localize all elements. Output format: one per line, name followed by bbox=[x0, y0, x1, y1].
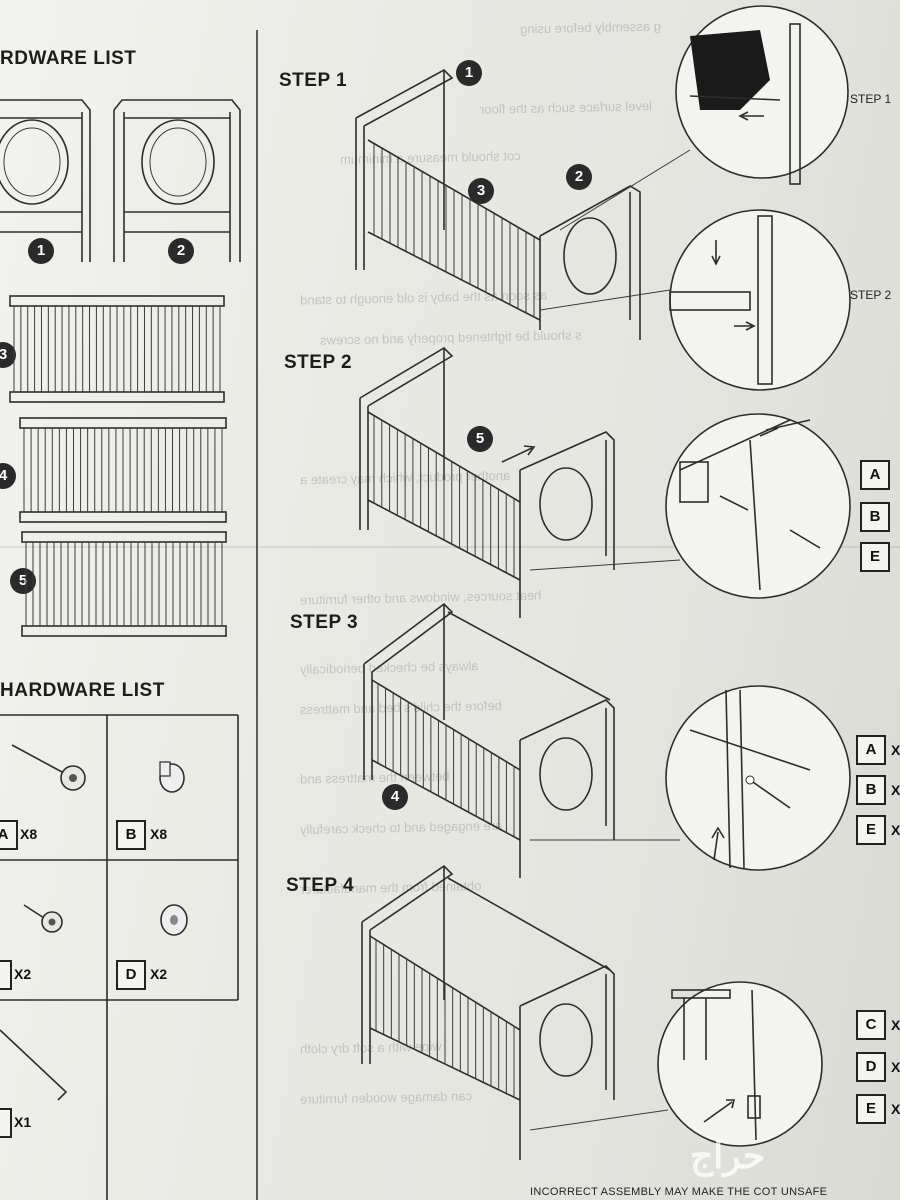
hand-icon bbox=[690, 30, 770, 110]
page-fold bbox=[256, 30, 258, 1200]
step-4-qty-e: X bbox=[891, 1101, 900, 1117]
step-1-crib-drawing bbox=[355, 69, 641, 340]
hardware-grid-drawing bbox=[0, 714, 239, 1200]
hardware-code-a: A bbox=[0, 820, 18, 850]
hardware-code-e bbox=[0, 1108, 12, 1138]
hardware-qty-d: X2 bbox=[150, 966, 168, 982]
step-3-zoom-detail bbox=[530, 685, 851, 871]
step-4-crib-drawing bbox=[361, 864, 615, 1160]
allen-key-icon bbox=[0, 1029, 68, 1101]
step-1-title: STEP 1 bbox=[279, 70, 348, 91]
short-bolt-icon bbox=[23, 904, 63, 933]
hardware-qty-a: X8 bbox=[20, 826, 38, 842]
hardware-qty-b: X8 bbox=[150, 826, 168, 842]
end-panel-1-drawing bbox=[0, 99, 91, 262]
part-number-1: 1 bbox=[28, 238, 54, 264]
step-3-title: STEP 3 bbox=[290, 612, 359, 633]
step-1-badge-1: 1 bbox=[456, 60, 482, 86]
step-2-zoom-detail bbox=[529, 413, 851, 599]
end-panel-2-drawing bbox=[113, 99, 241, 262]
watermark-logo: حراج bbox=[690, 1135, 766, 1176]
zoom-step-1-label: STEP 1 bbox=[850, 92, 892, 106]
hardware-code-c bbox=[0, 960, 12, 990]
step-3-box-a: A bbox=[856, 735, 886, 765]
side-rail-3-drawing bbox=[9, 295, 225, 403]
step-3-qty-b: X bbox=[891, 782, 900, 798]
step-3-qty-e: X bbox=[891, 822, 900, 838]
step-4-qty-d: X bbox=[891, 1059, 900, 1075]
bolt-a-icon bbox=[11, 744, 86, 791]
step-3-qty-a: X bbox=[891, 742, 900, 758]
barrel-nut-b-icon bbox=[159, 761, 185, 793]
part-number-3: 3 bbox=[0, 342, 16, 368]
step-2-box-b: B bbox=[860, 502, 890, 532]
step-3-box-b: B bbox=[856, 775, 886, 805]
washer-d-icon bbox=[160, 904, 188, 936]
step-3-box-e: E bbox=[856, 815, 886, 845]
base-5-drawing bbox=[21, 531, 227, 637]
step-3-badge-4: 4 bbox=[382, 784, 408, 810]
step-4-box-e: E bbox=[856, 1094, 886, 1124]
hardware-list-title-bottom: HARDWARE LIST bbox=[0, 680, 165, 701]
hardware-list-title-top: RDWARE LIST bbox=[0, 48, 137, 69]
step-4-zoom-detail bbox=[529, 981, 823, 1147]
step-1-zoom-2-detail bbox=[539, 209, 851, 391]
step-1-zoom-detail bbox=[559, 5, 849, 231]
step-2-box-a: A bbox=[860, 460, 890, 490]
hardware-qty-c: X2 bbox=[14, 966, 32, 982]
step-2-badge-5: 5 bbox=[467, 426, 493, 452]
hardware-code-b: B bbox=[116, 820, 146, 850]
part-number-5: 5 bbox=[10, 568, 36, 594]
step-4-box-d: D bbox=[856, 1052, 886, 1082]
step-4-box-c: C bbox=[856, 1010, 886, 1040]
step-1-badge-2: 2 bbox=[566, 164, 592, 190]
part-number-2: 2 bbox=[168, 238, 194, 264]
hardware-code-d: D bbox=[116, 960, 146, 990]
part-number-4: 4 bbox=[0, 463, 16, 489]
side-rail-4-drawing bbox=[19, 417, 227, 523]
step-4-title: STEP 4 bbox=[286, 875, 355, 896]
zoom-step-2-label: STEP 2 bbox=[850, 288, 892, 302]
step-4-qty-c: X bbox=[891, 1017, 900, 1033]
parts-drawing bbox=[0, 99, 241, 637]
step-3-crib-drawing bbox=[363, 602, 615, 878]
step-2-title: STEP 2 bbox=[284, 352, 353, 373]
step-2-crib-drawing bbox=[359, 346, 615, 618]
hardware-qty-e: X1 bbox=[14, 1114, 32, 1130]
step-2-box-e: E bbox=[860, 542, 890, 572]
step-1-badge-3: 3 bbox=[468, 178, 494, 204]
footer-warning: INCORRECT ASSEMBLY MAY MAKE THE COT UNSA… bbox=[530, 1186, 828, 1198]
